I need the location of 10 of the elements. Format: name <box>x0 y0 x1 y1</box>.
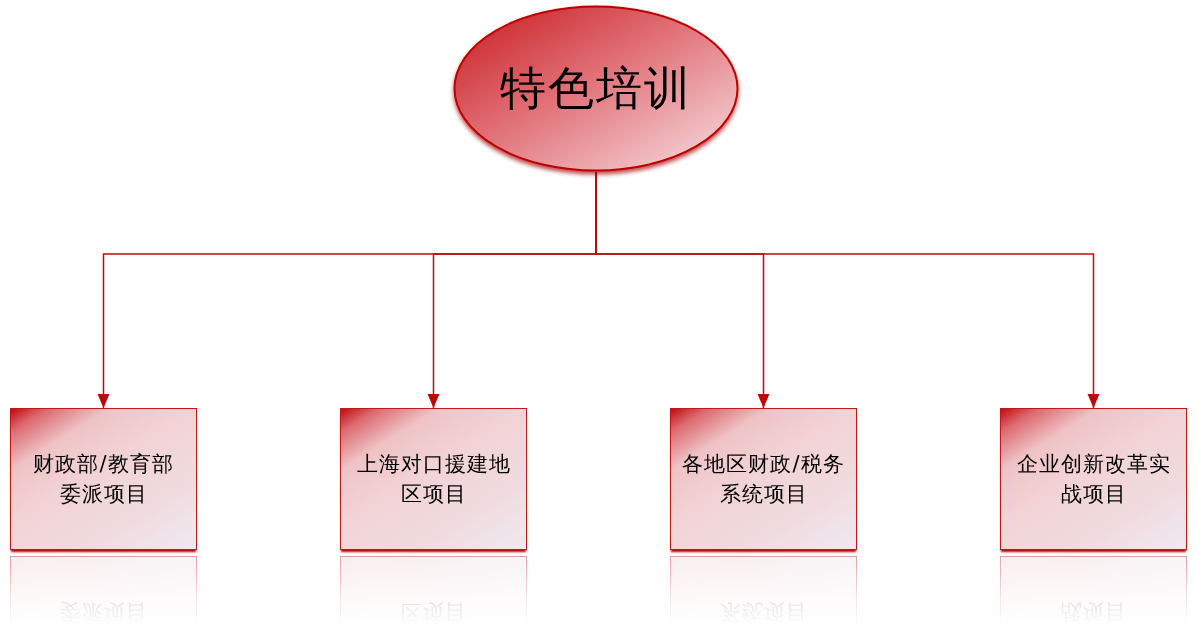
project-box <box>340 408 527 550</box>
project-box <box>670 408 857 550</box>
box-label: 企业创新改革实战项目 <box>1015 451 1172 508</box>
box-label: 上海对口援建地区项目 <box>355 451 512 508</box>
box-label: 财政部/教育部委派项目 <box>32 451 175 508</box>
ellipse-node <box>453 5 739 172</box>
box-label: 各地区财政/税务系统项目 <box>681 451 846 508</box>
project-box <box>1000 408 1187 550</box>
project-box <box>10 408 197 550</box>
ellipse-label: 特色培训 <box>499 60 693 117</box>
